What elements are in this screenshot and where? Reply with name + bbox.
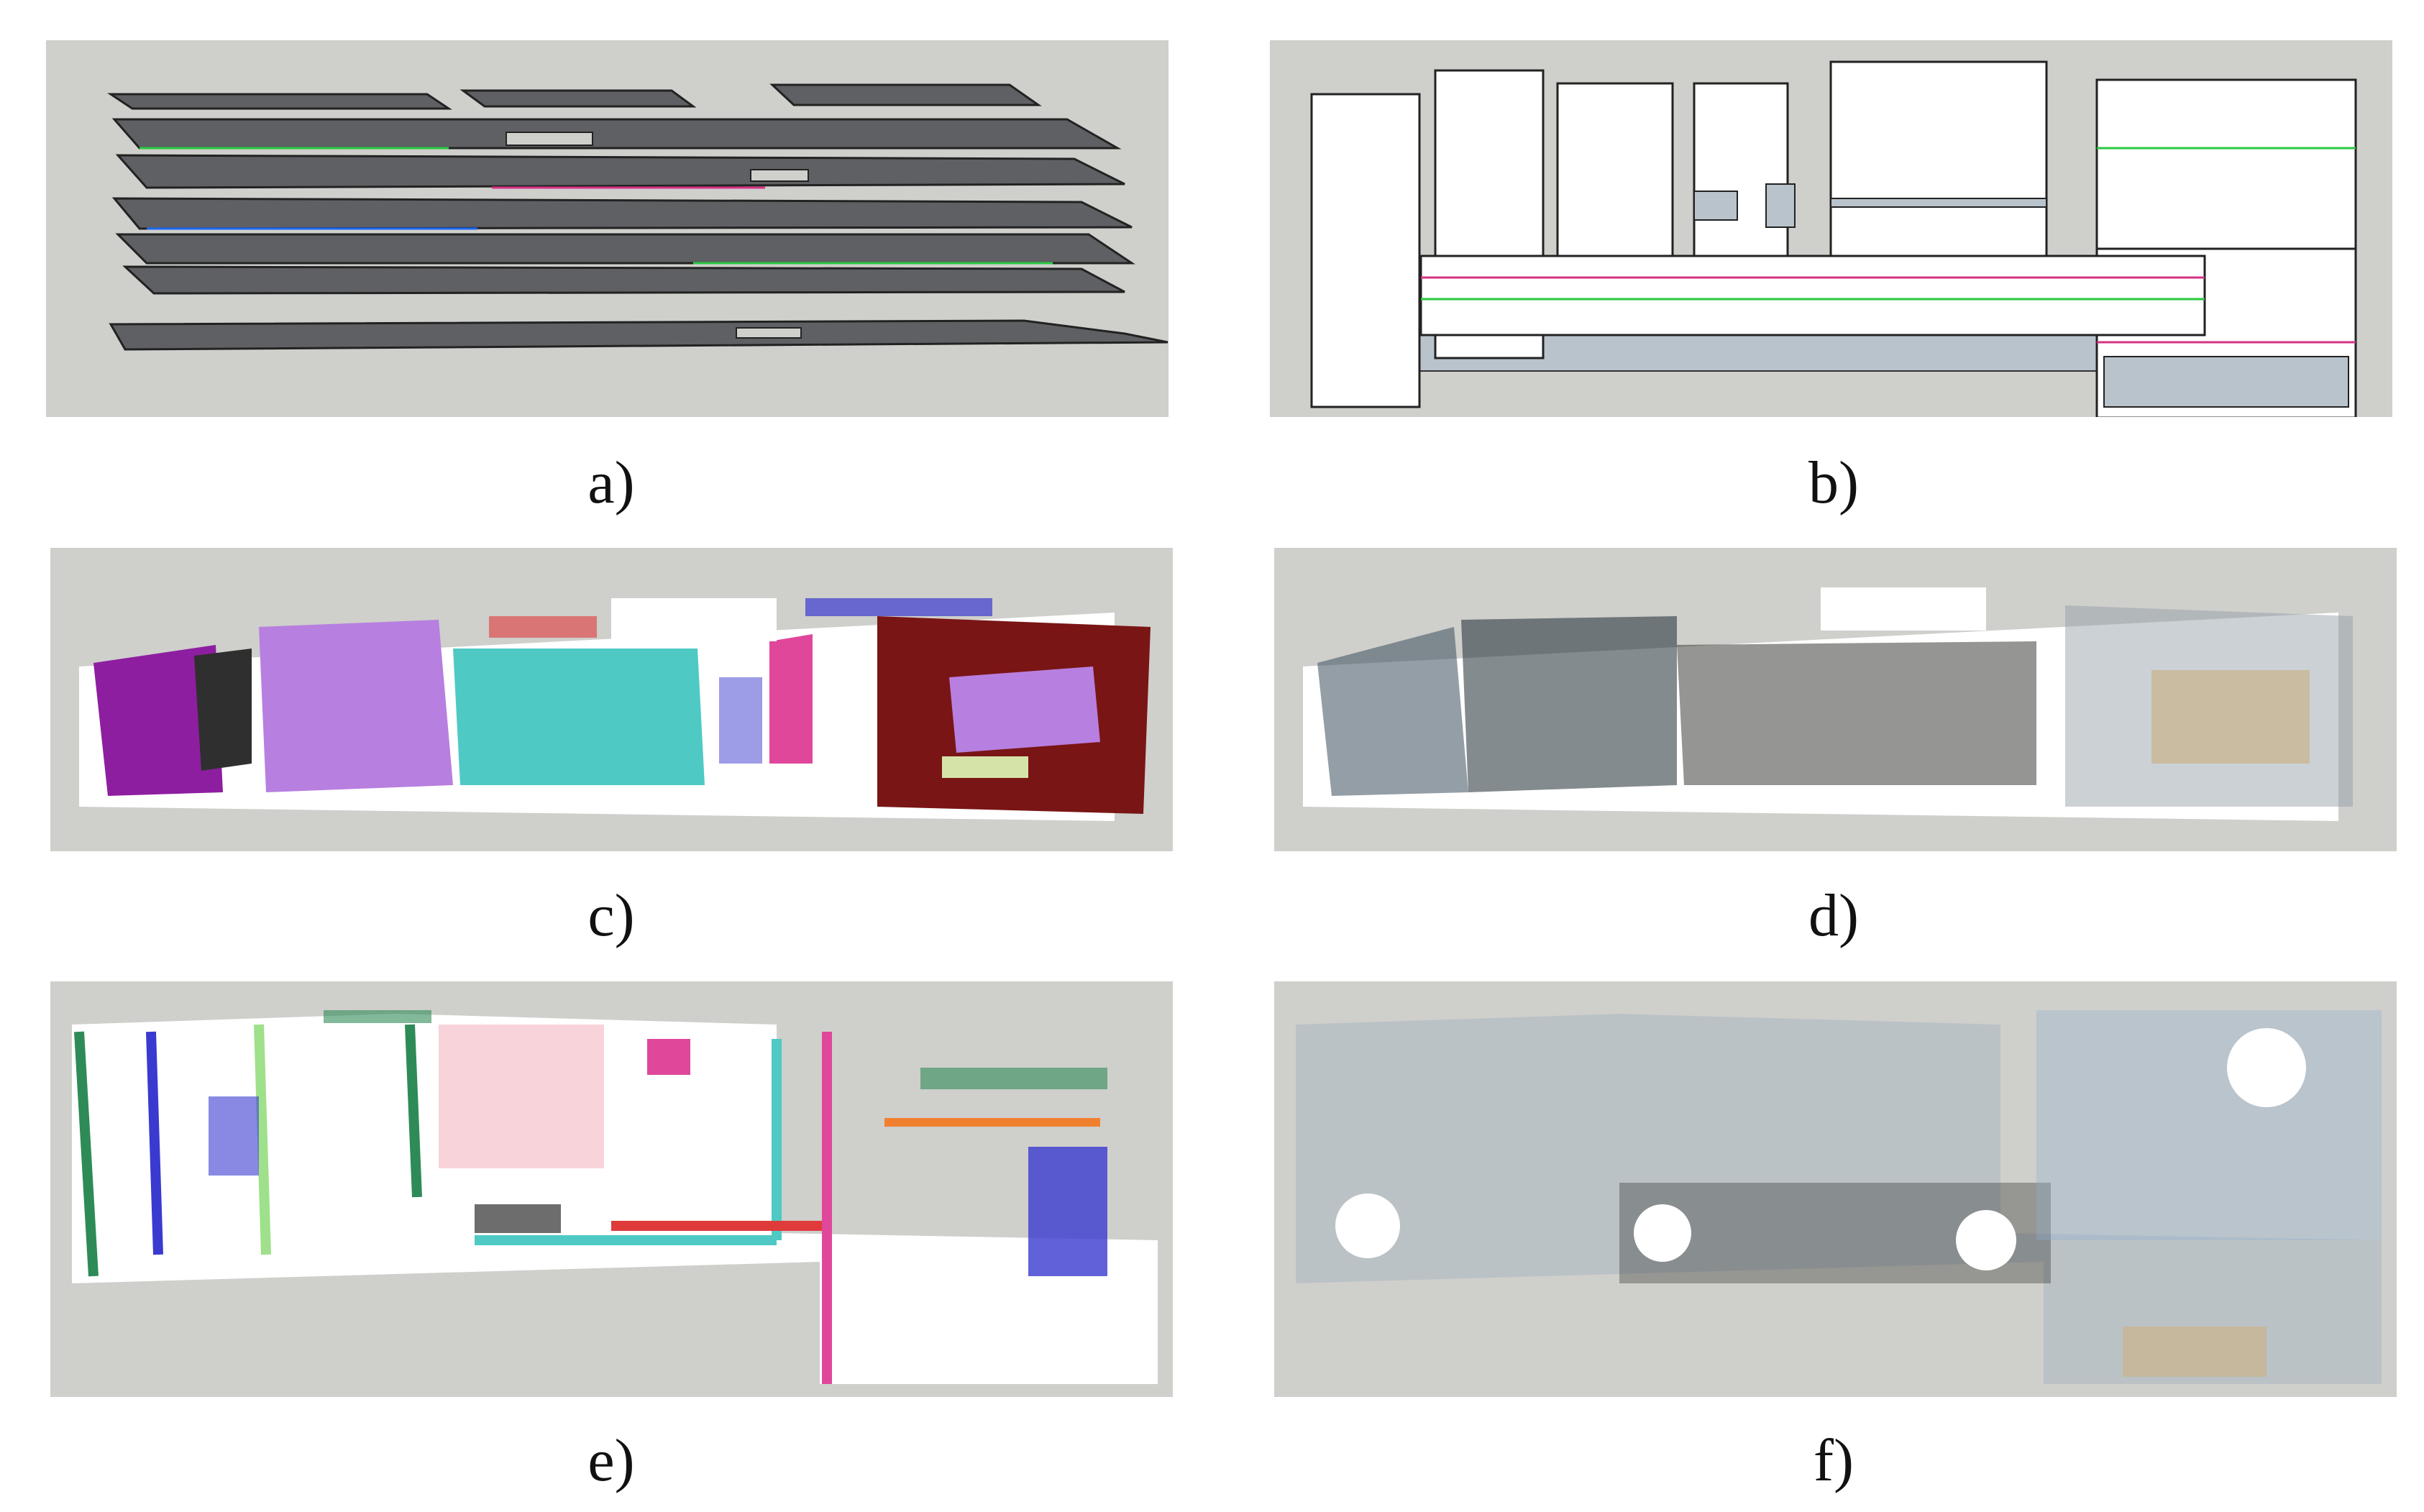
panel-c-image: [50, 548, 1173, 851]
slab-top-2: [459, 89, 697, 108]
block-5: [1829, 60, 2048, 279]
block-1: [1310, 93, 1421, 408]
slab-ground: [109, 319, 1168, 351]
panel-a-caption: a): [587, 449, 635, 516]
segmented-cloud-side-drawing: [79, 598, 1151, 821]
slab-stack-drawing: [107, 83, 1168, 351]
panel-e-image: [50, 981, 1173, 1397]
connector: [1419, 255, 2206, 336]
slab-top-3: [769, 83, 1042, 106]
slab-top-1: [107, 93, 452, 110]
slab-level-6: [122, 265, 1125, 295]
panel-c-caption: c): [587, 882, 635, 949]
segmented-cloud-top-drawing: [72, 1010, 1158, 1384]
panel-f-caption: f): [1814, 1427, 1854, 1494]
panel-b-image: [1270, 40, 2392, 417]
slab-level-3: [115, 154, 1125, 189]
panel-f-image: [1274, 981, 2397, 1397]
model-elevation-drawing: [1310, 60, 2357, 417]
panel-d-caption: d): [1808, 882, 1859, 949]
panel-a-image: [46, 40, 1168, 417]
panel-d-image: [1274, 548, 2397, 851]
panel-b-caption: b): [1808, 449, 1859, 516]
rgb-cloud-top-drawing: [1296, 1010, 2382, 1384]
panel-e-caption: e): [587, 1427, 635, 1494]
slab-level-5: [115, 233, 1135, 265]
slab-level-2: [111, 118, 1122, 150]
slab-level-4: [111, 197, 1133, 230]
rgb-cloud-side-drawing: [1303, 587, 2353, 821]
